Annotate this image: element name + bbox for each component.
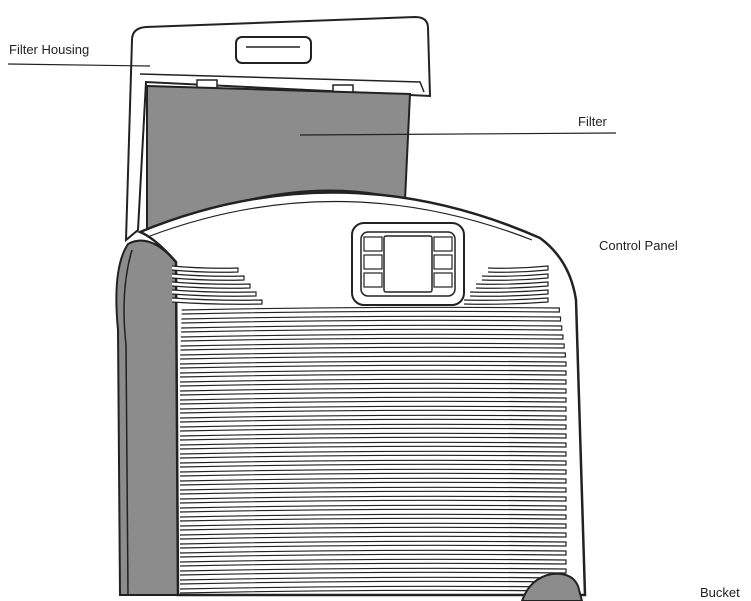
- control-button-right-1: [433, 236, 453, 252]
- grille-slat-25: [179, 522, 567, 531]
- grille-slat-8: [179, 369, 567, 378]
- grille-slat-29: [179, 558, 567, 567]
- grille-slat-left-short-5: [171, 297, 263, 305]
- filter-housing-leader-line: [7, 63, 151, 67]
- grille-slat-5: [180, 342, 565, 351]
- grille-slat-27: [179, 540, 567, 549]
- grille-slat-23: [179, 504, 567, 513]
- grille-slat-right-short-1: [487, 265, 549, 273]
- unit-side-shell: [115, 239, 180, 596]
- grille-slat-22: [179, 495, 567, 504]
- grille-slat-28: [179, 549, 567, 558]
- control-button-right-2: [433, 254, 453, 270]
- grille-slat-left-short-1: [171, 265, 239, 273]
- grille-slat-16: [179, 441, 567, 450]
- grille-slat-20: [179, 477, 567, 486]
- grille-slat-10: [179, 387, 567, 396]
- grille-slat-14: [179, 423, 567, 432]
- filter-housing-handle: [235, 36, 312, 64]
- grille-slat-11: [179, 396, 567, 405]
- unit-top-edge-highlight: [149, 200, 533, 241]
- filter-housing-top-rim: [139, 73, 425, 93]
- front-grille: [171, 265, 567, 594]
- grille-slat-17: [179, 450, 567, 459]
- grille-slat-18: [179, 459, 567, 468]
- grille-slat-2: [181, 315, 562, 324]
- grille-slat-19: [179, 468, 567, 477]
- grille-slat-3: [181, 324, 563, 333]
- control-panel-display: [383, 235, 433, 293]
- filter-leader-line: [299, 132, 617, 136]
- grille-slat-right-short-4: [469, 289, 549, 297]
- grille-slat-right-short-5: [463, 297, 549, 305]
- label-filter-housing: Filter Housing: [9, 42, 90, 57]
- grille-slat-right-short-3: [475, 281, 549, 289]
- grille-slat-26: [179, 531, 567, 540]
- grille-slat-4: [180, 333, 564, 342]
- grille-slat-15: [179, 432, 567, 441]
- grille-slat-12: [179, 405, 567, 414]
- grille-slat-left-short-4: [171, 289, 257, 297]
- control-button-right-3: [433, 272, 453, 288]
- grille-slat-1: [181, 306, 560, 315]
- grille-slat-left-short-2: [171, 273, 245, 281]
- filter-housing-frame: [124, 15, 432, 243]
- grille-slat-7: [179, 360, 567, 369]
- label-bucket: Bucket: [700, 585, 740, 600]
- control-button-left-3: [363, 272, 383, 288]
- grille-slat-24: [179, 513, 567, 522]
- unit-side-inner-edge: [123, 249, 133, 596]
- grille-slat-right-short-2: [481, 273, 549, 281]
- bucket-handle: [520, 572, 584, 601]
- grille-slat-13: [179, 414, 567, 423]
- control-button-left-2: [363, 254, 383, 270]
- grille-slat-30: [179, 567, 567, 576]
- control-panel: [351, 222, 465, 306]
- label-filter: Filter: [578, 114, 607, 129]
- grille-slat-9: [179, 378, 567, 387]
- label-control-panel: Control Panel: [599, 238, 678, 253]
- grille-slat-6: [180, 351, 566, 360]
- control-button-left-1: [363, 236, 383, 252]
- grille-slat-21: [179, 486, 567, 495]
- grille-slat-left-short-3: [171, 281, 251, 289]
